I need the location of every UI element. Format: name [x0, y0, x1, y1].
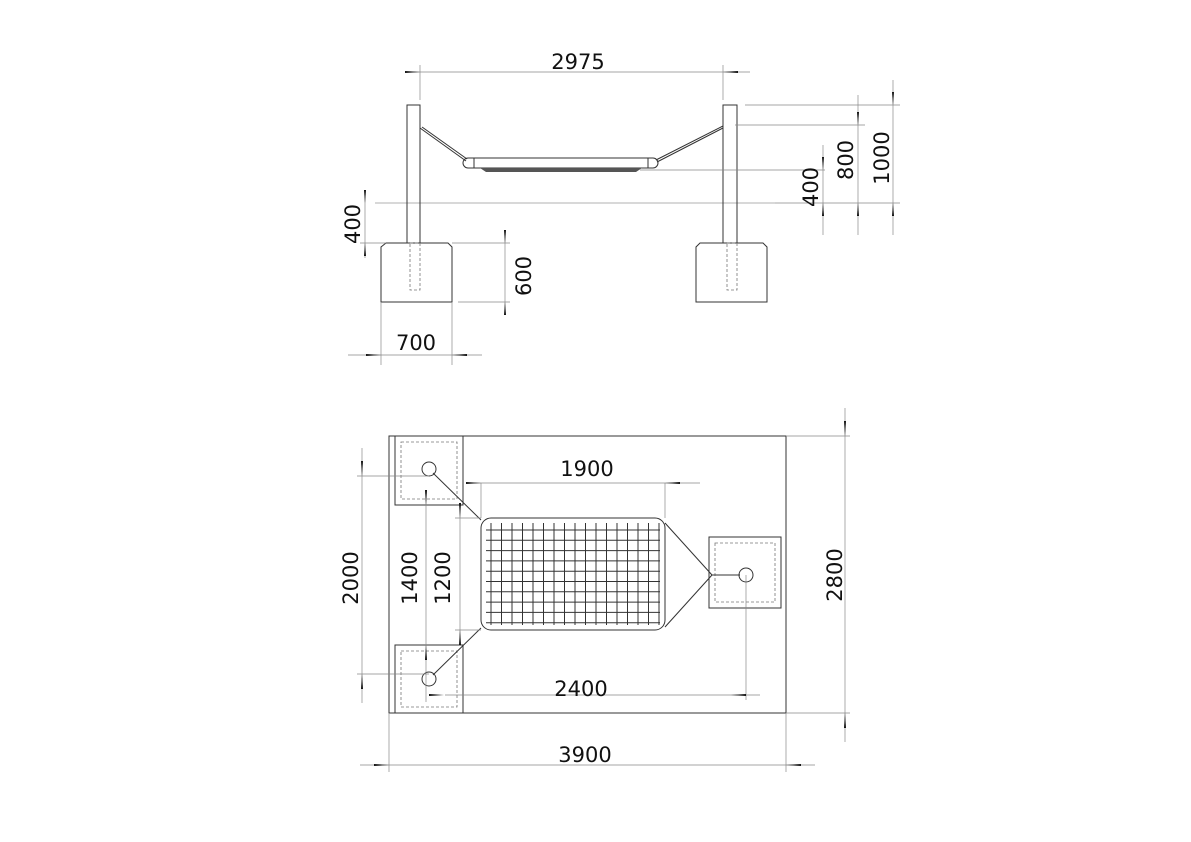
post-top-left [421, 461, 437, 477]
dimension-anchor-length: 2400 [429, 575, 760, 701]
dimension-label-rope-spread: 1400 [398, 551, 422, 604]
right-post-embed [726, 242, 738, 291]
dimension-bed-width: 1200 [431, 503, 481, 645]
dimension-label-bed-height: 400 [799, 167, 823, 207]
dimension-label-overall-length: 3900 [558, 743, 611, 767]
dimension-label-bed-length: 1900 [560, 457, 613, 481]
dimension-label-total-height: 1000 [870, 131, 894, 184]
dimension-label-overall-width: 2800 [823, 548, 847, 601]
base-top-left [394, 435, 464, 506]
left-post [406, 104, 421, 244]
dimension-overall-length: 3900 [360, 713, 815, 772]
base-bottom-left [394, 644, 464, 714]
dimension-base-height: 600 [452, 230, 536, 315]
dimension-overall-width: 2800 [786, 408, 850, 742]
dimension-label-span: 2975 [551, 50, 604, 74]
plan-view: 1900 2400 3900 2800 2000 [339, 408, 850, 772]
left-post-embed [409, 242, 421, 291]
right-post [722, 104, 738, 244]
hammock-bed [419, 125, 724, 172]
right-base [695, 242, 768, 303]
post-bottom-left [421, 671, 437, 687]
left-base [380, 242, 453, 303]
dimension-label-base-height: 600 [512, 256, 536, 296]
dimension-anchor-width: 2000 [339, 448, 429, 703]
dimension-heights: 1000 800 400 [640, 80, 900, 235]
dimension-label-embedment: 400 [341, 204, 365, 244]
dimension-label-rope-anchor-height: 800 [834, 140, 858, 180]
dimension-label-anchor-length: 2400 [554, 677, 607, 701]
dimension-label-anchor-width: 2000 [339, 551, 363, 604]
dimension-bed-length: 1900 [466, 457, 700, 518]
dimension-label-bed-width: 1200 [431, 551, 455, 604]
dimension-rope-spread: 1400 [398, 490, 427, 702]
base-right [708, 536, 782, 609]
net-bed [480, 517, 666, 631]
dimension-span: 2975 [405, 50, 750, 100]
dimension-base-width: 700 [348, 302, 482, 365]
elevation-view: 2975 1000 800 400 400 [341, 50, 900, 365]
dimension-label-base-width: 700 [396, 331, 436, 355]
safety-area-outline [388, 435, 787, 714]
dimension-embedment: 400 [341, 190, 386, 258]
ropes [432, 472, 740, 676]
